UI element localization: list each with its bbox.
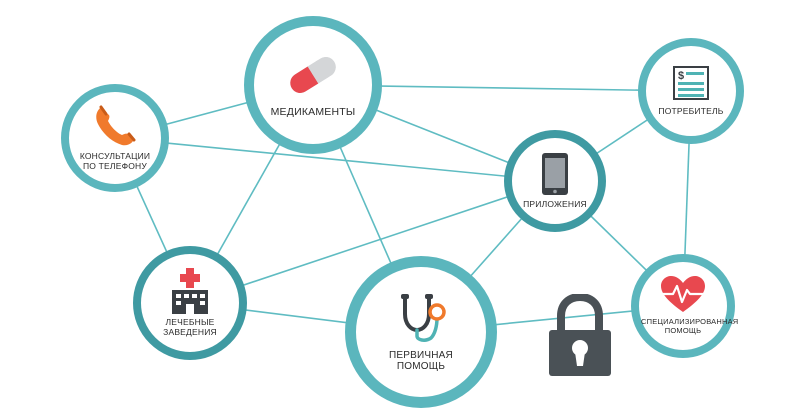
node-primary-care-label: ПЕРВИЧНАЯ ПОМОЩЬ [389,349,453,373]
node-consumer: $ ПОТРЕБИТЕЛЬ [638,38,744,144]
padlock-icon [549,294,611,376]
node-phone-consultations: КОНСУЛЬТАЦИИ ПО ТЕЛЕФОНУ [61,84,169,192]
phone-icon [96,105,136,146]
invoice-icon: $ [673,66,709,101]
node-phone-label: КОНСУЛЬТАЦИИ ПО ТЕЛЕФОНУ [79,151,151,171]
heart-pulse-icon [659,276,707,313]
pill-icon [290,57,336,93]
node-specialized-care-label: СПЕЦИАЛИЗИРОВАННАЯ ПОМОЩЬ [641,317,739,335]
node-medications: МЕДИКАМЕНТЫ [244,16,382,154]
node-medications-label: МЕДИКАМЕНТЫ [270,105,356,118]
node-primary-care: ПЕРВИЧНАЯ ПОМОЩЬ [345,256,497,408]
stethoscope-icon [401,293,446,342]
edge-phone-apps [114,137,556,182]
node-medical-institutions: ЛЕЧЕБНЫЕ ЗАВЕДЕНИЯ [133,246,247,360]
hospital-icon [172,268,208,315]
node-consumer-label: ПОТРЕБИТЕЛЬ [658,106,724,117]
edge-apps-hospital [189,180,556,304]
node-applications: ПРИЛОЖЕНИЯ [504,130,606,232]
svg-text:$: $ [678,70,684,82]
node-applications-label: ПРИЛОЖЕНИЯ [523,199,587,210]
smartphone-icon [542,153,568,196]
node-specialized-care: СПЕЦИАЛИЗИРОВАННАЯ ПОМОЩЬ [631,254,739,358]
node-medical-institutions-label: ЛЕЧЕБНЫЕ ЗАВЕДЕНИЯ [163,317,217,337]
